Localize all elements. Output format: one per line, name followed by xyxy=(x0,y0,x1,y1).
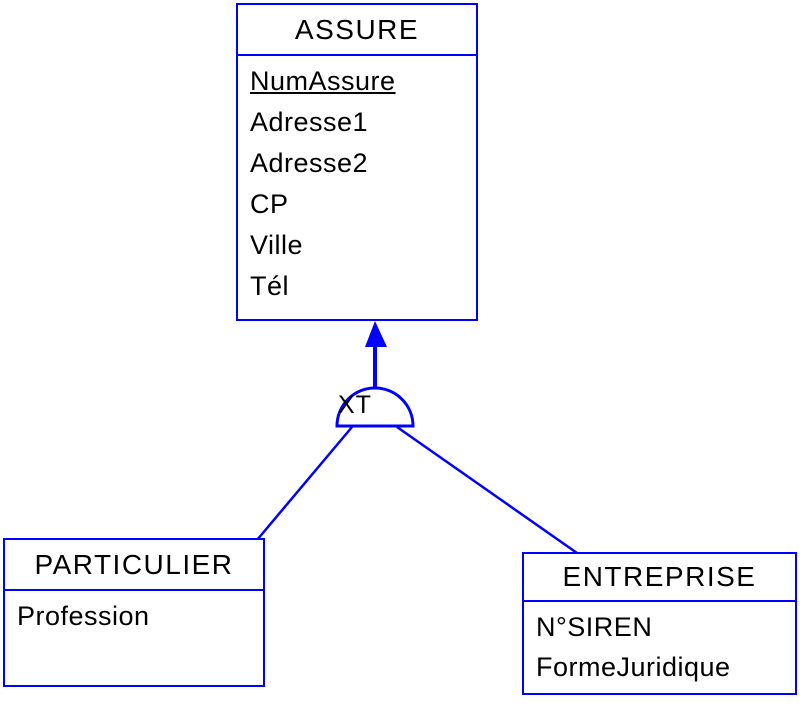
attr-tel: Tél xyxy=(250,271,290,301)
link-line-particulier xyxy=(256,426,353,541)
entity-particulier: PARTICULIER Profession xyxy=(3,538,265,687)
link-line-entreprise xyxy=(396,425,578,555)
attr-cp: CP xyxy=(250,189,289,219)
entity-entreprise-title: ENTREPRISE xyxy=(524,554,795,602)
entity-assure: ASSURE NumAssure Adresse1 Adresse2 CP Vi… xyxy=(236,3,478,321)
inheritance-halfcircle-icon xyxy=(335,386,415,428)
attr-formejuridique: FormeJuridique xyxy=(536,652,731,682)
attr-numassure: NumAssure xyxy=(250,66,396,96)
inheritance-arrowhead-icon xyxy=(365,321,387,347)
attr-adresse1: Adresse1 xyxy=(250,107,369,137)
entity-particulier-title: PARTICULIER xyxy=(5,540,263,591)
attr-profession: Profession xyxy=(17,601,150,631)
attr-adresse2: Adresse2 xyxy=(250,148,369,178)
entity-particulier-attributes: Profession xyxy=(5,591,263,637)
inheritance-label: XT xyxy=(338,391,372,419)
entity-entreprise: ENTREPRISE N°SIREN FormeJuridique xyxy=(522,552,797,695)
entity-assure-title: ASSURE xyxy=(238,5,476,56)
entity-assure-attributes: NumAssure Adresse1 Adresse2 CP Ville Tél xyxy=(238,56,476,307)
entity-entreprise-attributes: N°SIREN FormeJuridique xyxy=(524,602,795,687)
attr-ville: Ville xyxy=(250,230,304,260)
attr-siren: N°SIREN xyxy=(536,612,653,642)
